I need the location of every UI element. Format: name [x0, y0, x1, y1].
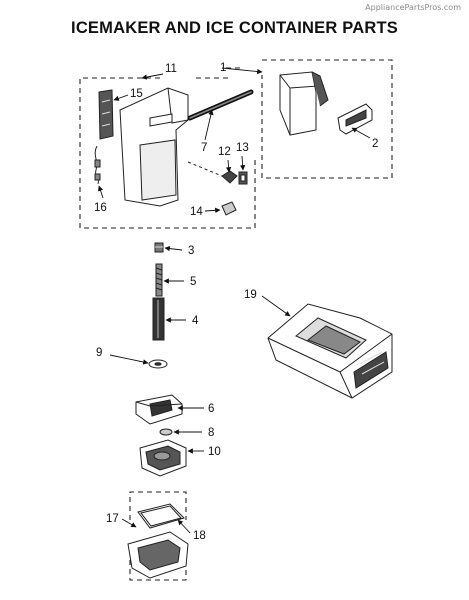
callout-19: 19: [244, 289, 257, 301]
callout-8: 8: [208, 427, 214, 439]
callout-16: 16: [94, 202, 107, 214]
part-12-clip: [187, 161, 238, 184]
callout-5: 5: [190, 276, 196, 288]
part-8-gasket: [159, 428, 173, 436]
callout-9: 9: [96, 347, 102, 359]
page-title: ICEMAKER AND ICE CONTAINER PARTS: [71, 19, 398, 37]
part-19-ice-container: [267, 303, 393, 399]
part-4-shaft: [152, 297, 165, 341]
part-14-block: [221, 201, 237, 216]
leader-lines: [97, 67, 371, 534]
callout-1: 1: [220, 62, 226, 74]
part-13-clip: [238, 171, 248, 185]
callout-6: 6: [208, 403, 214, 415]
part-18-seal: [137, 503, 185, 529]
part-16-wire: [94, 145, 101, 185]
callout-10: 10: [208, 446, 221, 458]
callout-18: 18: [193, 530, 206, 542]
callout-labels: 11 1 15 16 7 12 13 14 2 3 5 4 9 6 8 10 1…: [94, 62, 378, 542]
callout-13: 13: [236, 142, 249, 154]
watermark: AppliancePartsPros.com: [365, 3, 461, 12]
callout-15: 15: [130, 88, 143, 100]
callout-11: 11: [165, 63, 177, 75]
part-9-washer: [148, 359, 168, 369]
part-5-spring: [155, 263, 163, 297]
part-7-rod: [187, 89, 254, 121]
part-15-bracket: [98, 89, 114, 140]
callout-4: 4: [192, 315, 199, 327]
callout-14: 14: [190, 206, 203, 218]
part-2-clip: [337, 103, 373, 135]
callout-7: 7: [201, 142, 207, 154]
callout-3: 3: [188, 245, 194, 257]
callout-12: 12: [218, 146, 231, 158]
part-17-housing: [127, 531, 189, 579]
callout-2: 2: [372, 138, 378, 150]
group-box-11: [79, 77, 256, 229]
part-11-housing: [119, 87, 189, 207]
group-box-1: [222, 59, 393, 179]
part-10-motor: [139, 439, 187, 477]
part-1-bracket: [279, 71, 329, 136]
callout-17: 17: [106, 513, 119, 525]
part-6-cover: [135, 394, 183, 425]
part-3-nut: [154, 242, 164, 253]
group-box-17: [129, 491, 187, 581]
